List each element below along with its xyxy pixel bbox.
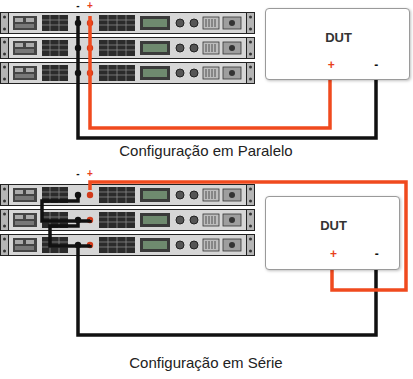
dut-box: DUT + - (265, 8, 410, 80)
terminal-sign: + (87, 0, 93, 11)
figure-caption: Configuração em Série (129, 355, 282, 372)
device-label: DUT (325, 31, 352, 45)
terminal-sign: - (76, 0, 79, 11)
device-label: DUT (320, 219, 347, 233)
figure-caption: Configuração em Paralelo (119, 143, 292, 160)
terminal-sign: - (76, 168, 79, 179)
dut-box: DUT + - (265, 196, 400, 270)
negative-terminal-sign: - (374, 59, 378, 72)
terminal-sign: + (87, 168, 93, 179)
negative-terminal-sign: - (375, 248, 379, 261)
positive-terminal-sign: + (330, 248, 337, 261)
positive-terminal-sign: + (328, 59, 335, 72)
